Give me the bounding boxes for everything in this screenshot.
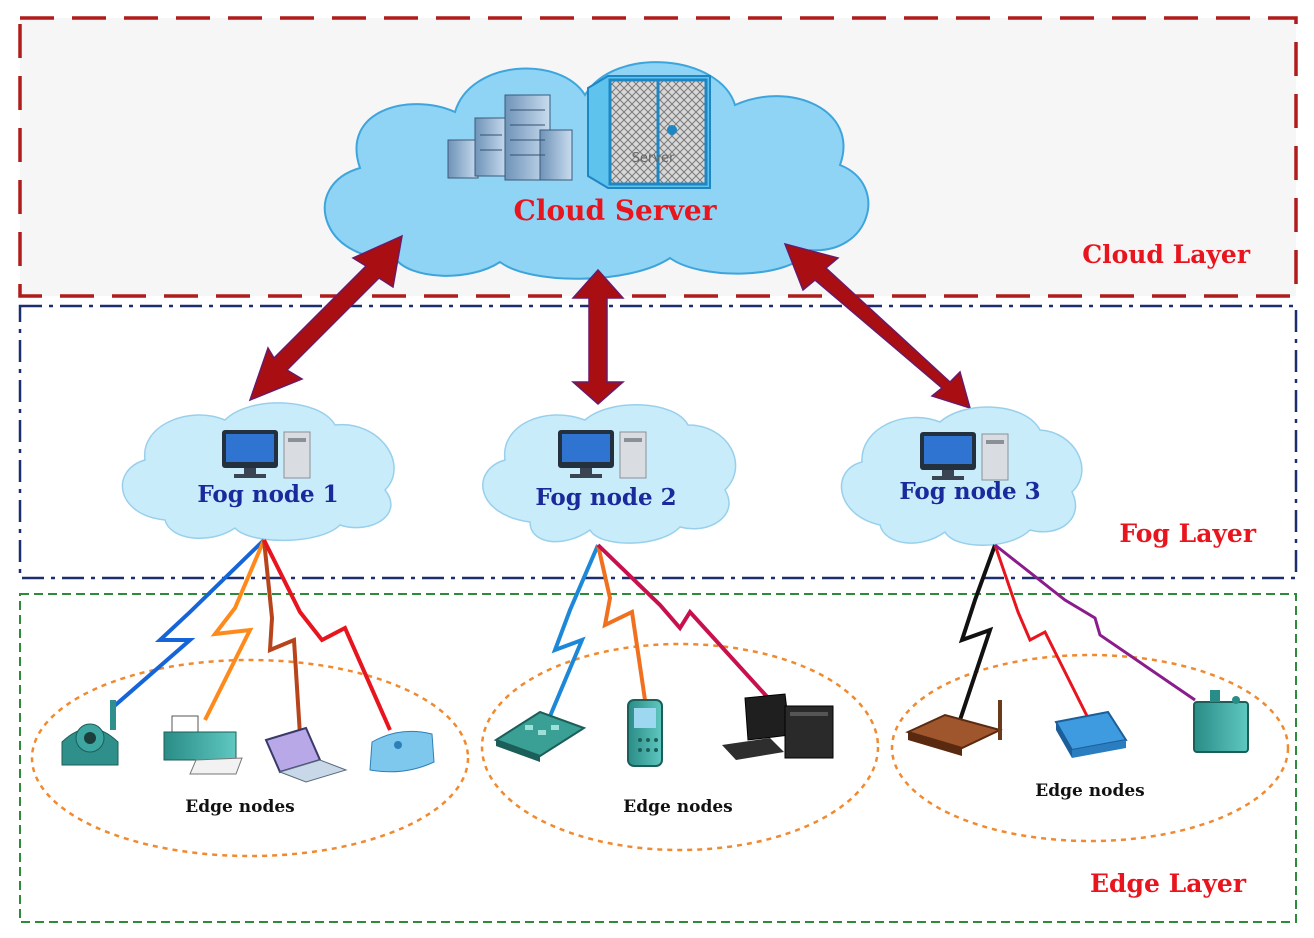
fog-layer-label: Fog Layer [1119, 519, 1256, 548]
edge-group-3-label: Edge nodes [1035, 781, 1144, 801]
edge-layer-label: Edge Layer [1090, 869, 1247, 898]
desktop-computer-icon [558, 430, 647, 479]
edge-group-1-devices: Edge nodes [61, 700, 435, 817]
sensor-device-icon [1193, 690, 1249, 753]
link-fog3-router [956, 544, 997, 727]
fog-layer: Fog Layer [18, 304, 1298, 580]
link-fog1-laptop [262, 539, 302, 736]
server-caption: Server [632, 151, 675, 166]
link-fog2-pda [596, 544, 647, 701]
desktop-computer-icon [222, 430, 311, 479]
link-fog3-scanner [993, 544, 1090, 719]
edge-group-2-label: Edge nodes [623, 797, 732, 817]
link-fog1-modem [262, 539, 392, 731]
desktop-icon [722, 693, 834, 760]
fog-node-3-label: Fog node 3 [899, 478, 1040, 505]
modem-icon [369, 730, 435, 773]
fog-node-1: Fog node 1 [121, 402, 395, 542]
edge-group-3-devices: Edge nodes [905, 690, 1249, 801]
fog-node-2-label: Fog node 2 [535, 484, 676, 511]
arrow-cloud-fog1 [248, 234, 403, 402]
wireless-links [110, 538, 1196, 741]
cloud-layer-label: Cloud Layer [1082, 240, 1251, 269]
edge-layer: Edge Layer [19, 593, 1297, 923]
cloud-server-label: Cloud Server [514, 194, 718, 227]
printer-icon [163, 715, 243, 775]
edge-groups [30, 642, 1290, 858]
fog-cloud-shape [121, 402, 395, 542]
arrow-cloud-fog2 [571, 268, 625, 405]
server-rack-icon: Server [587, 75, 711, 189]
edge-group-3-ellipse [890, 653, 1290, 843]
phone-icon [493, 710, 587, 762]
pda-icon [627, 699, 663, 767]
fog-cloud-shape [482, 404, 737, 544]
buildings-icon [447, 94, 573, 181]
webcam-icon [61, 700, 119, 766]
link-fog1-webcam [110, 538, 266, 710]
link-fog2-phone [538, 544, 600, 741]
edge-group-1-ellipse [30, 658, 470, 858]
router-icon [905, 700, 1003, 756]
fog-node-1-label: Fog node 1 [197, 481, 338, 508]
laptop-icon [264, 726, 348, 783]
edge-group-2-ellipse [480, 642, 880, 852]
link-fog3-sensor [994, 543, 1196, 702]
link-fog2-desktop [596, 543, 772, 702]
link-fog1-printer [203, 539, 266, 721]
cloud-server: Server Cloud Server [323, 61, 870, 280]
edge-group-2-devices: Edge nodes [493, 693, 834, 817]
scanner-icon [1054, 710, 1128, 758]
fog-node-3: Fog node 3 [840, 406, 1083, 546]
edge-group-1-label: Edge nodes [185, 797, 294, 817]
fog-node-2: Fog node 2 [482, 404, 737, 544]
desktop-computer-icon [920, 432, 1009, 481]
